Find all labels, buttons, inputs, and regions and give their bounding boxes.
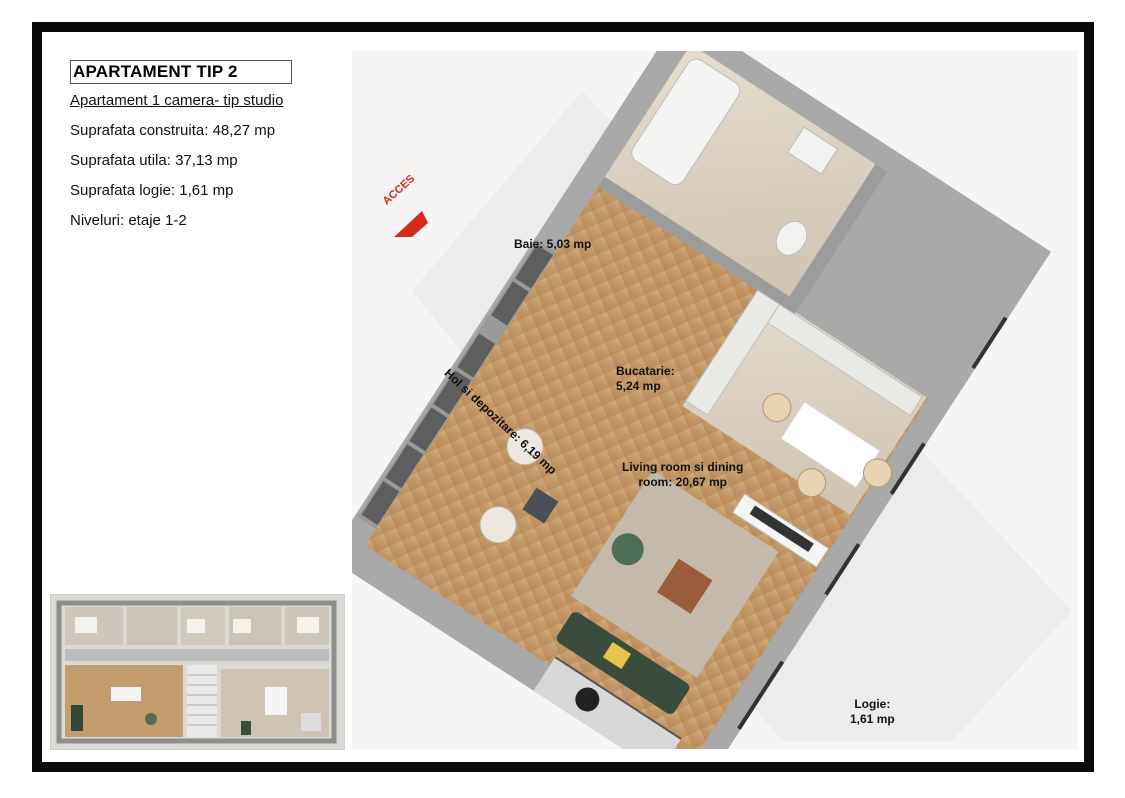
apartment-title: APARTAMENT TIP 2: [70, 60, 292, 84]
logie-area: 1,61 mp: [850, 712, 895, 726]
levels: Niveluri: etaje 1-2: [70, 212, 187, 229]
room-label-baie: Baie: 5,03 mp: [514, 237, 592, 251]
apartment-info: APARTAMENT TIP 2 Apartament 1 camera- ti…: [70, 60, 340, 229]
floor-key-plan: [50, 594, 345, 750]
floor-plan-render: ACCES Baie: 5,03 mp Bucatarie: 5,24 mp H…: [327, 12, 1078, 797]
bucatarie-area: 5,24 mp: [615, 379, 661, 393]
apartment-subtitle: Apartament 1 camera- tip studio: [70, 92, 284, 109]
page-frame: APARTAMENT TIP 2 Apartament 1 camera- ti…: [32, 12, 1094, 797]
room-label-logie: Logie: 1,61 mp: [850, 697, 895, 727]
loggia-area: Suprafata logie: 1,61 mp: [70, 182, 234, 199]
room-label-bucatarie: Bucatarie: 5,24 mp: [616, 364, 675, 394]
access-arrow: [394, 211, 428, 237]
built-area: Suprafata construita: 48,27 mp: [70, 122, 276, 139]
room-label-living: Living room si dining room: 20,67 mp: [622, 460, 743, 490]
living-area: room: 20,67 mp: [638, 475, 728, 489]
floor-plan-drawing: [327, 12, 1072, 797]
bucatarie-name: Bucatarie:: [616, 364, 675, 378]
logie-name: Logie:: [854, 697, 891, 711]
usable-area: Suprafata utila: 37,13 mp: [70, 152, 238, 169]
key-plan-drawing: [51, 595, 344, 749]
living-name: Living room si dining: [622, 460, 744, 474]
